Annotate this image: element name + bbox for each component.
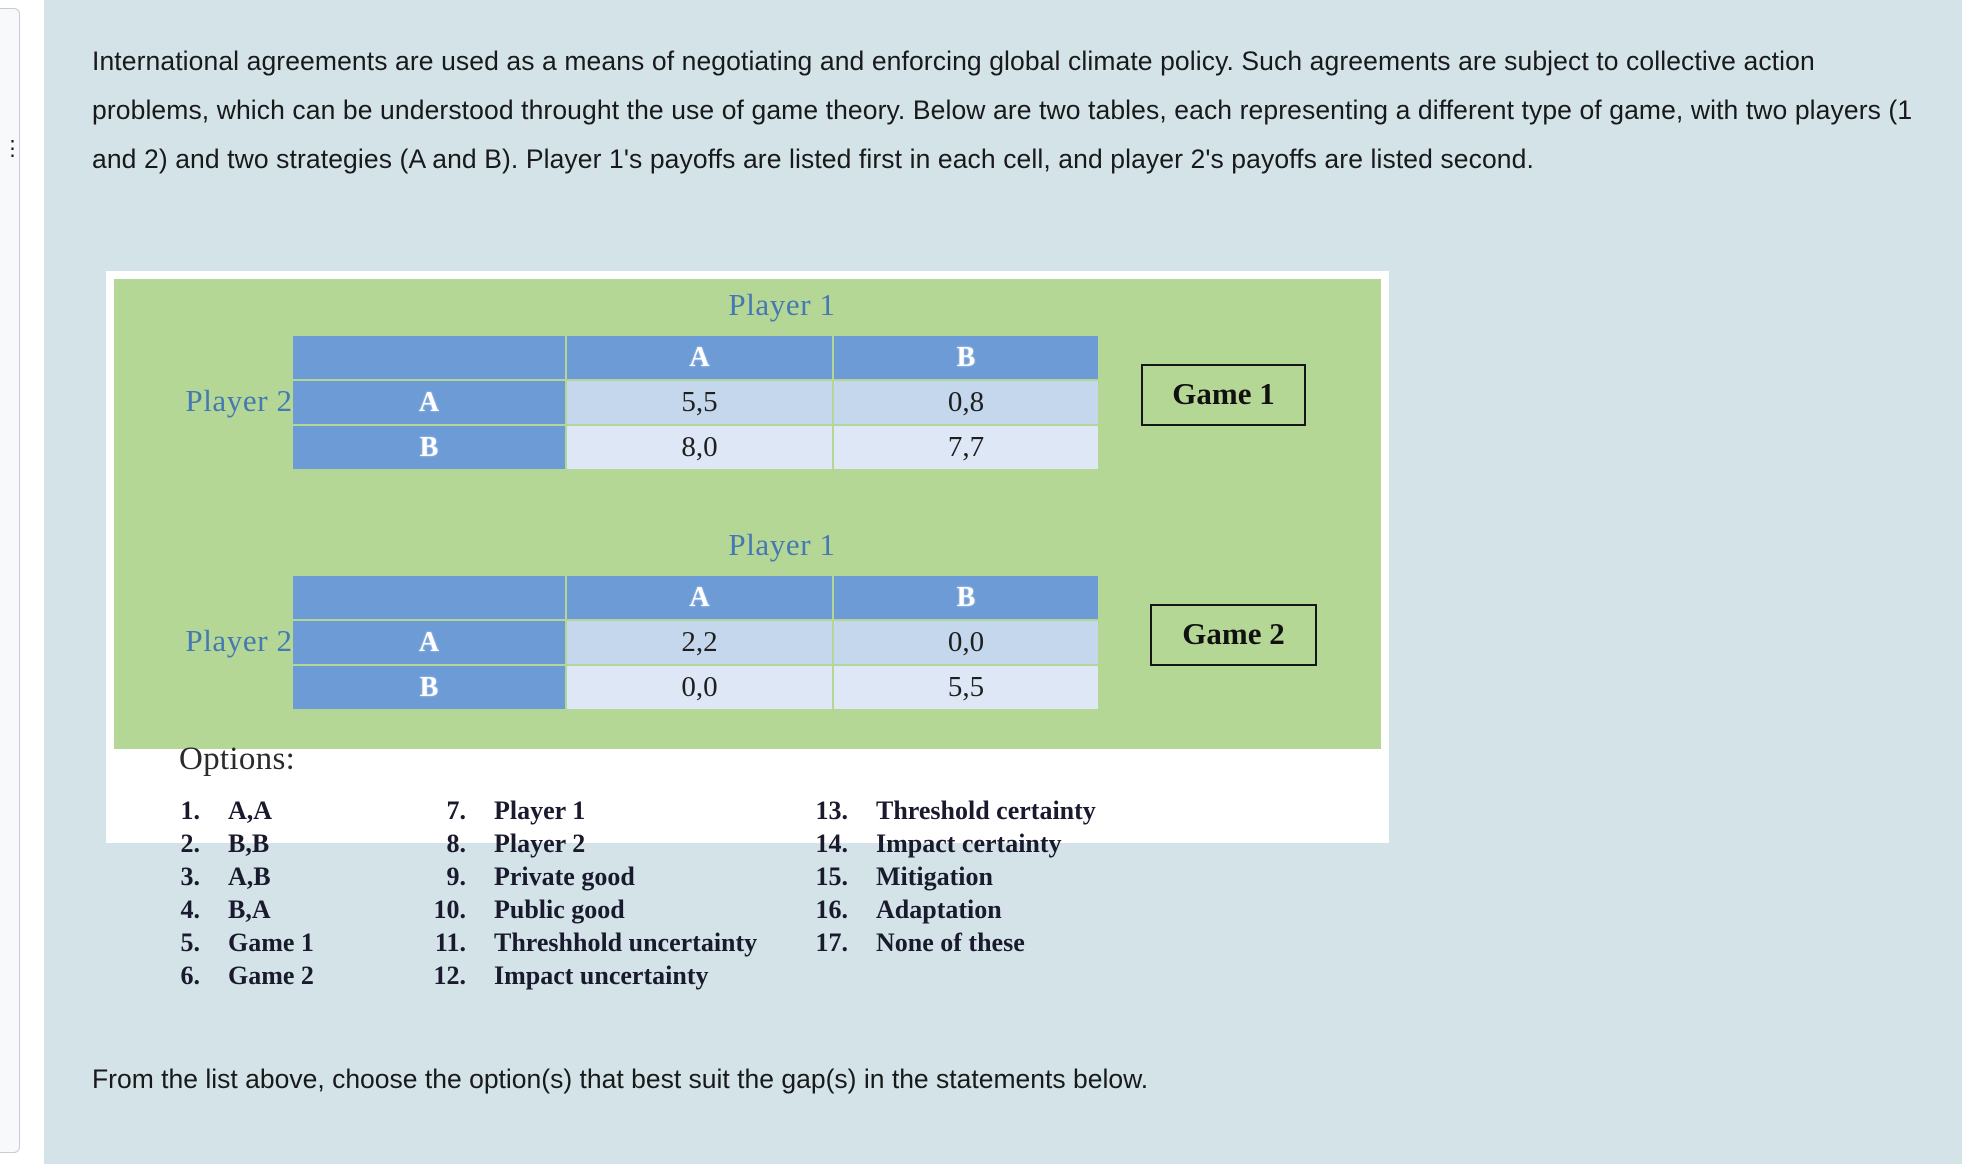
question-card: International agreements are used as a m… — [44, 0, 1962, 1164]
options-title: Options: — [179, 741, 296, 777]
option-item: 12. Impact uncertainty — [432, 961, 757, 994]
game2-cell-ba: 0,0 — [567, 666, 832, 709]
game2-cell-aa: 2,2 — [567, 621, 832, 664]
option-item: 9. Private good — [432, 862, 757, 895]
game1-col-header-a: A — [567, 336, 832, 379]
option-item: 10. Public good — [432, 895, 757, 928]
game2-tag: Game 2 — [1150, 604, 1317, 666]
option-item: 6. Game 2 — [172, 961, 314, 994]
option-label: Threshold certainty — [876, 796, 1096, 825]
game2-payoff-table: A B A 2,2 0,0 B 0,0 5,5 — [291, 574, 1100, 711]
option-label: Public good — [494, 895, 625, 924]
option-item: 17. None of these — [814, 928, 1096, 961]
options-column-1: 1. A,A 2. B,B 3. A,B 4. B,A 5. Game 1 6. Game 2 — [172, 796, 314, 994]
game2-cell-ab: 0,0 — [834, 621, 1098, 664]
option-number: 14. — [815, 829, 849, 858]
left-panel-clipped-glyph: ⋮ — [2, 139, 18, 158]
option-label: Adaptation — [876, 895, 1002, 924]
game1-cell-bb: 7,7 — [834, 426, 1098, 469]
option-number: 6. — [180, 961, 201, 990]
option-item: 14. Impact certainty — [814, 829, 1096, 862]
game1-row-header-a: A — [293, 381, 565, 424]
option-label: None of these — [876, 928, 1025, 957]
game2-row-header-b: B — [293, 666, 565, 709]
option-item: 11. Threshhold uncertainty — [432, 928, 757, 961]
option-number: 15. — [815, 862, 849, 891]
table-row: B 0,0 5,5 — [293, 666, 1098, 709]
option-number: 9. — [446, 862, 467, 891]
option-item: 8. Player 2 — [432, 829, 757, 862]
option-label: A,B — [228, 862, 271, 891]
option-label: Player 2 — [494, 829, 586, 858]
options-column-2: 7. Player 1 8. Player 2 9. Private good 10. Pub… — [432, 796, 758, 994]
options-column-3: 13. Threshold certainty 14. Impact certaint… — [814, 796, 1096, 961]
game1-cell-ab: 0,8 — [834, 381, 1098, 424]
option-label: Player 1 — [494, 796, 586, 825]
game1-corner-cell — [293, 336, 565, 379]
game-matrix-2: Player 1 Player 2 A B A 2, — [114, 527, 1381, 727]
game1-column-player-label: Player 1 — [728, 287, 836, 322]
option-number: 10. — [433, 895, 467, 924]
game-matrix-1: Player 1 Player 2 A B A 5, — [114, 287, 1381, 487]
game1-col-header-b: B — [834, 336, 1098, 379]
game2-col-header-a: A — [567, 576, 832, 619]
option-number: 2. — [180, 829, 201, 858]
game2-row-header-a: A — [293, 621, 565, 664]
option-label: Private good — [494, 862, 635, 891]
game1-cell-ba: 8,0 — [567, 426, 832, 469]
option-number: 11. — [434, 928, 466, 957]
table-row: A 2,2 0,0 — [293, 621, 1098, 664]
option-label: Impact certainty — [876, 829, 1062, 858]
game1-row-header-b: B — [293, 426, 565, 469]
option-number: 1. — [180, 796, 201, 825]
game2-column-player-label: Player 1 — [728, 527, 836, 562]
game1-cell-aa: 5,5 — [567, 381, 832, 424]
option-label: Game 1 — [228, 928, 314, 957]
options-panel: Options: 1. A,A 2. B,B 3. A,B 4. B,A 5. Game 1 6. G… — [114, 741, 1381, 990]
game2-col-header-b: B — [834, 576, 1098, 619]
table-row: A B — [293, 576, 1098, 619]
left-clipped-strip: ⋮ — [0, 0, 44, 1164]
table-row: A B — [293, 336, 1098, 379]
option-number: 12. — [433, 961, 467, 990]
option-number: 16. — [815, 895, 849, 924]
option-label: A,A — [228, 796, 273, 825]
option-item: 2. B,B — [172, 829, 314, 862]
option-label: Threshhold uncertainty — [494, 928, 758, 957]
closing-instruction: From the list above, choose the option(s… — [92, 1064, 1149, 1094]
intro-paragraph: International agreements are used as a m… — [92, 46, 1913, 174]
option-label: Game 2 — [228, 961, 314, 990]
option-item: 1. A,A — [172, 796, 314, 829]
option-number: 7. — [446, 796, 467, 825]
option-item: 7. Player 1 — [432, 796, 757, 829]
option-item: 4. B,A — [172, 895, 314, 928]
option-number: 8. — [446, 829, 467, 858]
left-side-panel[interactable]: ⋮ — [0, 8, 20, 1153]
option-item: 5. Game 1 — [172, 928, 314, 961]
option-number: 5. — [180, 928, 201, 957]
option-label: B,A — [228, 895, 271, 924]
option-label: Mitigation — [876, 862, 993, 891]
option-number: 13. — [815, 796, 849, 825]
option-label: B,B — [228, 829, 270, 858]
game-theory-figure: Player 1 Player 2 A B A 5, — [106, 271, 1389, 990]
option-item: 13. Threshold certainty — [814, 796, 1096, 829]
table-row: A 5,5 0,8 — [293, 381, 1098, 424]
matrices-green-panel: Player 1 Player 2 A B A 5, — [114, 279, 1381, 749]
option-number: 4. — [180, 895, 201, 924]
game2-corner-cell — [293, 576, 565, 619]
table-row: B 8,0 7,7 — [293, 426, 1098, 469]
game1-tag: Game 1 — [1141, 364, 1306, 426]
option-item: 3. A,B — [172, 862, 314, 895]
game1-row-player-label: Player 2 — [185, 383, 293, 418]
option-item: 16. Adaptation — [814, 895, 1096, 928]
option-number: 17. — [815, 928, 849, 957]
game2-row-player-label: Player 2 — [185, 623, 293, 658]
option-item: 15. Mitigation — [814, 862, 1096, 895]
game1-payoff-table: A B A 5,5 0,8 B 8,0 7,7 — [291, 334, 1100, 471]
option-number: 3. — [180, 862, 201, 891]
game2-cell-bb: 5,5 — [834, 666, 1098, 709]
option-label: Impact uncertainty — [494, 961, 709, 990]
